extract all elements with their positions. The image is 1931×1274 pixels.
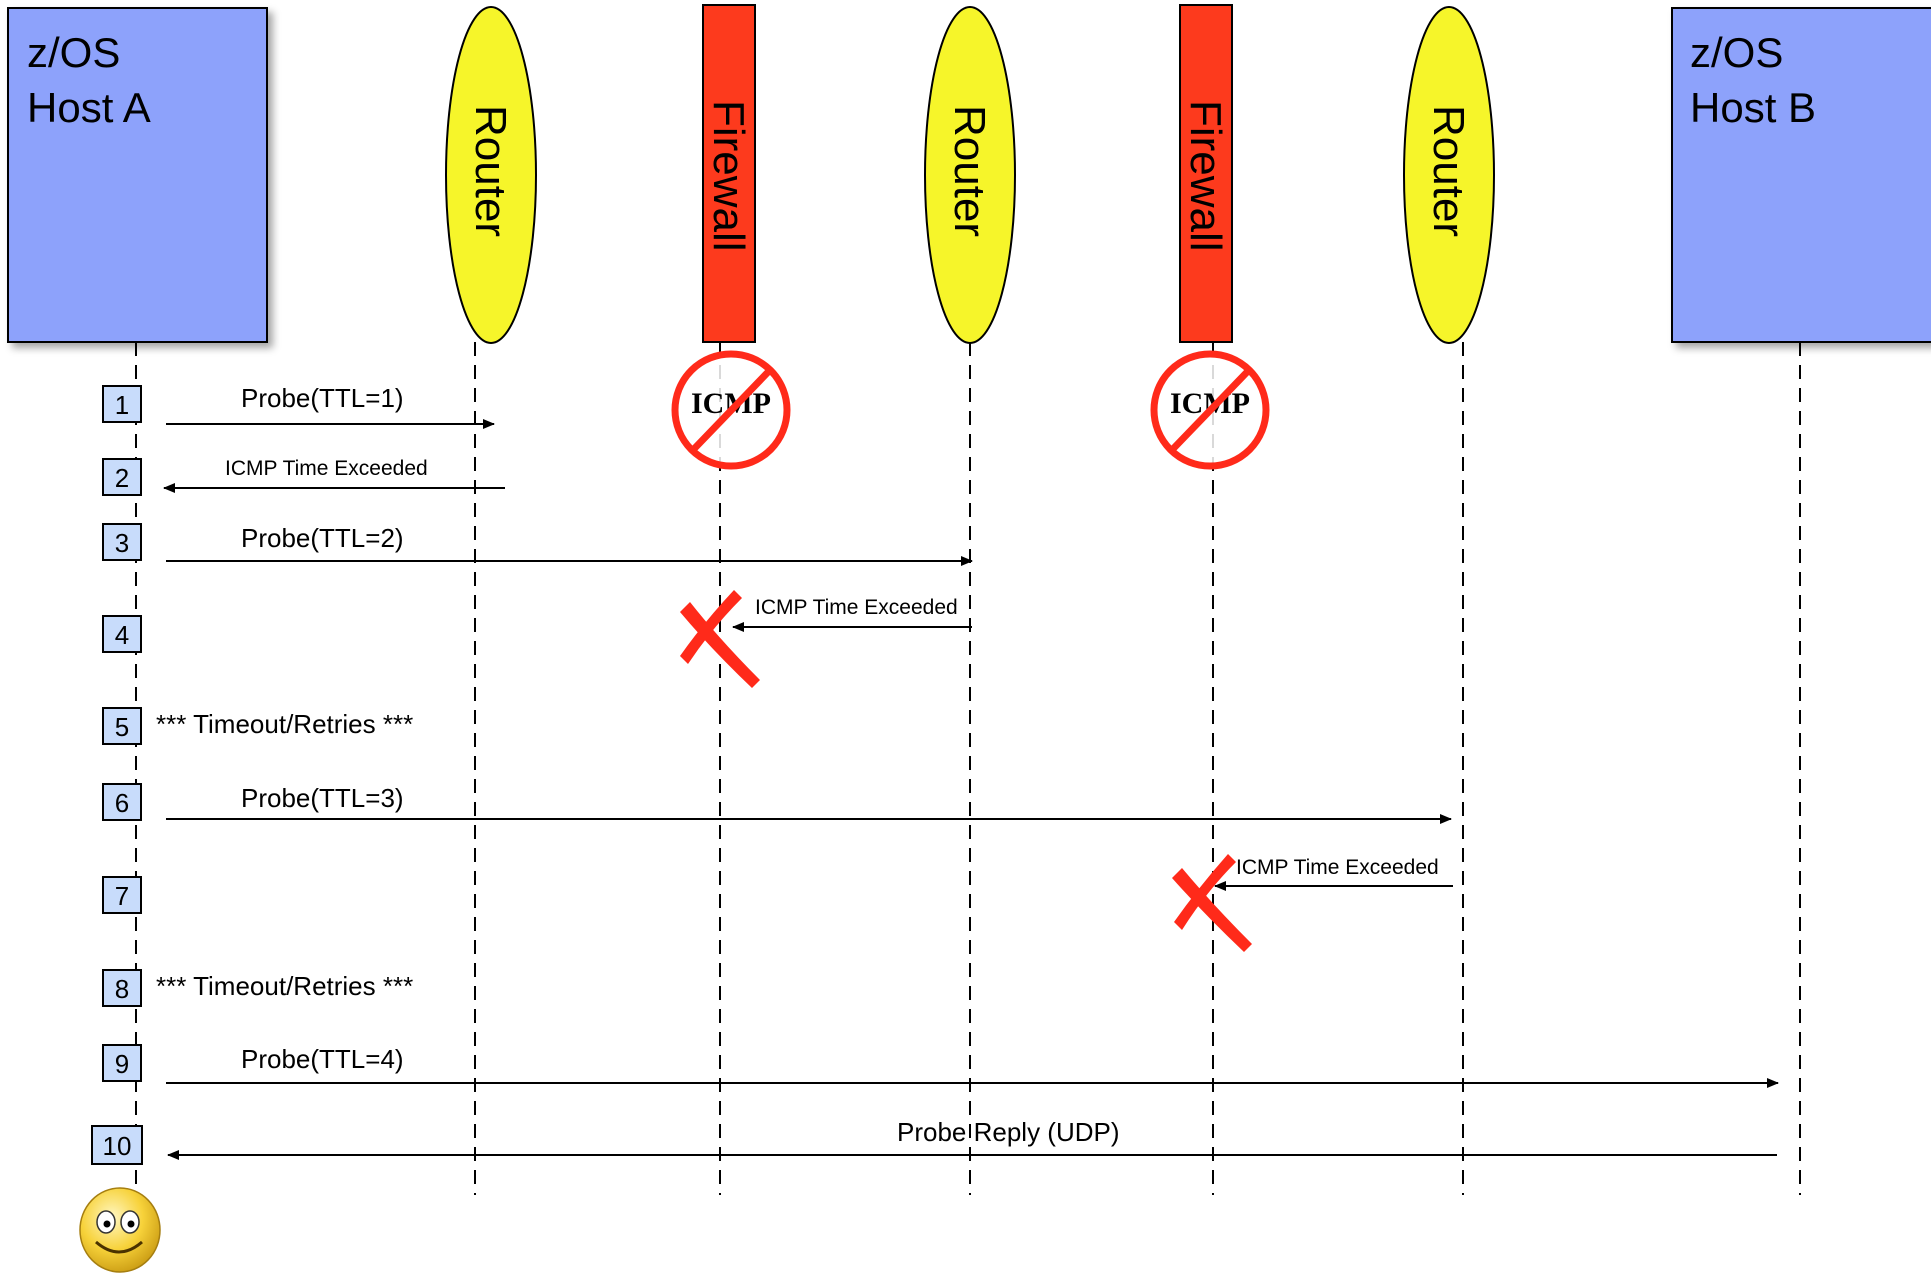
drop-x-icon-1: [680, 590, 760, 688]
firewall-1-shape: [702, 4, 756, 343]
step-box: [102, 707, 142, 745]
message-label: Probe(TTL=1): [241, 383, 404, 413]
step-number: 8: [115, 974, 129, 1004]
step-box: [102, 615, 142, 653]
step-box: [102, 783, 142, 821]
router-3-label: Router: [1424, 105, 1473, 237]
firewall-2-shape: [1179, 4, 1233, 343]
message-icmp-time-exceeded-dropped-2: ICMP Time Exceeded: [1214, 856, 1453, 891]
router-3: Router: [1403, 6, 1495, 344]
step-number: 6: [115, 788, 129, 818]
drop-x-icon-2: [1172, 854, 1252, 952]
message-label: Probe(TTL=2): [241, 523, 404, 553]
no-sign-slash: [689, 367, 773, 454]
host-a: z/OS Host A: [7, 7, 268, 343]
step-number: 3: [115, 528, 129, 558]
step-4: 4: [102, 615, 142, 653]
icmp-blocked-sign-1: ICMP: [671, 350, 791, 470]
message-probe-ttl-3: Probe(TTL=3): [166, 783, 1452, 824]
x-stroke: [1172, 868, 1252, 952]
step-2: 2: [102, 458, 142, 496]
step-box: [102, 458, 142, 496]
step-9: 9: [102, 1044, 142, 1082]
message-probe-ttl-2: Probe(TTL=2): [166, 523, 973, 566]
step-number: 9: [115, 1049, 129, 1079]
step-number: 10: [103, 1131, 132, 1161]
icmp-blocked-sign-2: ICMP: [1150, 350, 1270, 470]
message-label: Probe(TTL=4): [241, 1044, 404, 1074]
step-numbers: 1 2 3 4 5 6 7 8: [91, 385, 143, 1165]
host-a-line1: z/OS: [27, 29, 120, 76]
host-a-line2: Host A: [27, 84, 151, 131]
timeout-retries-note-1: *** Timeout/Retries ***: [156, 709, 413, 739]
message-label: ICMP Time Exceeded: [1236, 856, 1439, 879]
host-b: z/OS Host B: [1671, 7, 1931, 343]
messages: Probe(TTL=1) ICMP Time Exceeded Probe(TT…: [156, 383, 1779, 1160]
firewall-2: Firewall: [1179, 4, 1233, 343]
message-probe-reply-udp: Probe Reply (UDP): [167, 1117, 1777, 1160]
message-probe-ttl-4: Probe(TTL=4): [166, 1044, 1779, 1088]
firewall-1-label: Firewall: [704, 100, 753, 252]
host-b-box: [1671, 7, 1931, 343]
router-1-shape: [445, 6, 537, 344]
step-box: [102, 969, 142, 1007]
router-3-shape: [1403, 6, 1495, 344]
host-b-line2: Host B: [1690, 84, 1816, 131]
step-box: [102, 876, 142, 914]
step-number: 2: [115, 463, 129, 493]
message-label: ICMP Time Exceeded: [225, 457, 428, 480]
step-box: [102, 1044, 142, 1082]
step-3: 3: [102, 523, 142, 561]
step-10: 10: [91, 1125, 143, 1165]
step-number: 7: [115, 881, 129, 911]
firewall-1: Firewall: [702, 4, 756, 343]
host-a-box: [7, 7, 268, 343]
router-1-label: Router: [466, 105, 515, 237]
smiley-face-icon: [79, 1187, 161, 1273]
router-2-shape: [924, 6, 1016, 344]
router-2: Router: [924, 6, 1016, 344]
timeout-retries-note-2: *** Timeout/Retries ***: [156, 971, 413, 1001]
step-number: 4: [115, 620, 129, 650]
message-label: Probe(TTL=3): [241, 783, 404, 813]
lifelines: [135, 342, 1801, 1195]
router-1: Router: [445, 6, 537, 344]
x-stroke: [680, 602, 760, 688]
message-label: ICMP Time Exceeded: [755, 596, 958, 619]
message-icmp-time-exceeded-dropped-1: ICMP Time Exceeded: [732, 596, 972, 632]
step-1: 1: [102, 385, 142, 423]
host-b-line1: z/OS: [1690, 29, 1783, 76]
message-label: Probe Reply (UDP): [897, 1117, 1120, 1147]
step-number: 1: [115, 390, 129, 420]
x-stroke: [680, 590, 742, 664]
message-icmp-time-exceeded-1: ICMP Time Exceeded: [163, 457, 505, 493]
firewall-2-label: Firewall: [1181, 100, 1230, 252]
x-stroke: [1174, 854, 1236, 930]
step-box: [91, 1125, 143, 1165]
step-box: [102, 385, 142, 423]
router-2-label: Router: [945, 105, 994, 237]
step-box: [102, 523, 142, 561]
step-7: 7: [102, 876, 142, 914]
message-probe-ttl-1: Probe(TTL=1): [166, 383, 495, 429]
step-number: 5: [115, 712, 129, 742]
no-sign-slash: [1168, 367, 1252, 454]
step-8: 8: [102, 969, 142, 1007]
step-6: 6: [102, 783, 142, 821]
step-5: 5: [102, 707, 142, 745]
